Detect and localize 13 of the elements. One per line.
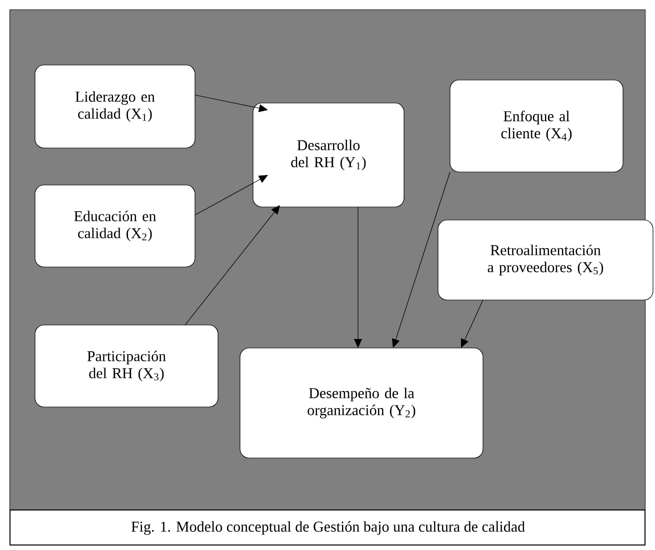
caption: Fig. 1. Modelo conceptual de Gestión bajo una cultura de calidad <box>131 521 525 535</box>
arrow <box>194 175 268 216</box>
arrow <box>392 172 450 348</box>
process-box: Retroalimentación a proveedores (X$_{5}$) <box>438 220 654 300</box>
arrow <box>194 94 268 112</box>
process-box: Liderazgo en calidad (X$_{1}$) <box>34 64 196 148</box>
process-box: Desempeño de la organización (Y$_{2}$) <box>240 348 484 458</box>
process-box: Desarrollo del RH (Y$_{1}$) <box>252 102 404 208</box>
process-box: Educación en calidad (X$_{2}$) <box>34 184 196 268</box>
process-box: Enfoque al cliente (X$_{4}$) <box>450 80 624 172</box>
arrow <box>184 205 280 326</box>
arrow <box>461 300 484 348</box>
process-box: Participación del RH (X$_{3}$) <box>34 324 218 408</box>
